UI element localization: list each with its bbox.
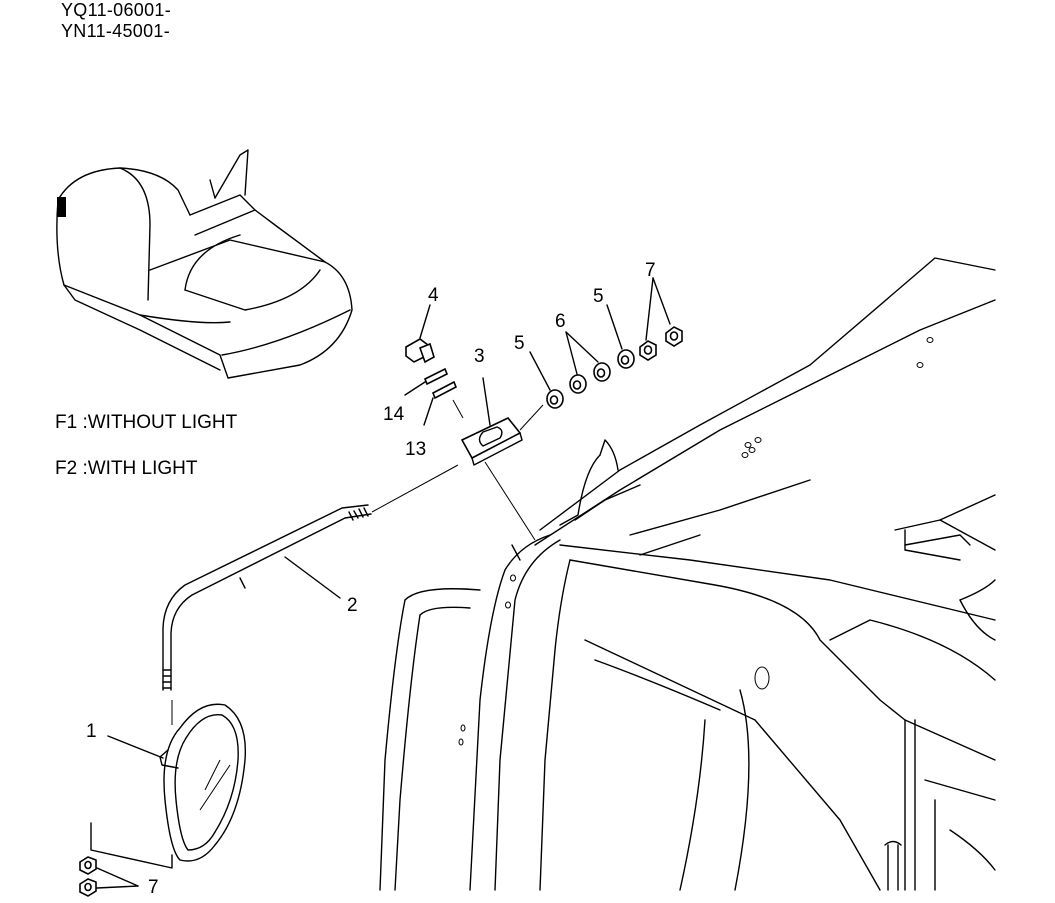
callout-7b: 7 <box>148 877 159 898</box>
callout-4: 4 <box>428 285 439 306</box>
callout-14: 14 <box>383 404 405 425</box>
callout-5a: 5 <box>514 333 525 354</box>
mirror <box>90 703 247 869</box>
bracket <box>452 377 544 541</box>
note-with-light: F2 :WITH LIGHT <box>55 458 198 479</box>
serial-range-1: YQ11-06001- <box>61 0 172 20</box>
note-without-light: F1 :WITHOUT LIGHT <box>55 412 238 433</box>
callout-6: 6 <box>555 311 566 332</box>
mirror-rod <box>162 464 459 725</box>
callout-5b: 5 <box>593 286 604 307</box>
callout-7a: 7 <box>645 260 656 281</box>
seat-thumbnail <box>56 149 353 379</box>
bolt <box>405 304 435 364</box>
callout-3: 3 <box>474 346 485 367</box>
washers-nuts <box>79 277 683 897</box>
cab-frame <box>379 257 996 891</box>
callout-13: 13 <box>405 439 426 460</box>
callout-1: 1 <box>86 721 97 742</box>
serial-range-2: YN11-45001- <box>61 21 171 41</box>
callout-2: 2 <box>347 595 358 616</box>
pins <box>404 367 458 426</box>
